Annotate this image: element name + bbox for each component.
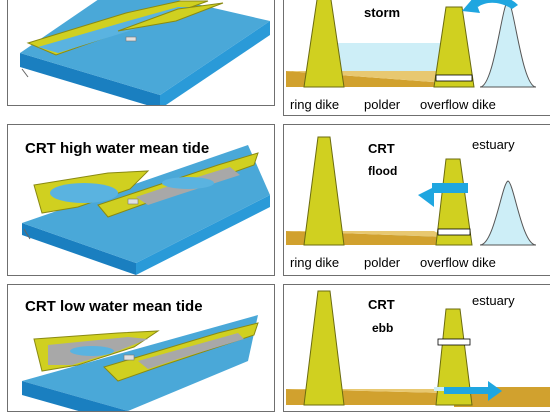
row1-storm-label: storm [364,5,401,20]
row1-landscape-panel [7,0,275,106]
row2-estuary-label: estuary [472,137,515,152]
row2-overflow-dike-label: overflow dike [420,255,496,270]
row2-ring-dike-label: ring dike [290,255,340,270]
row2-cross-section-diagram [286,136,537,246]
row1-overflow-dike-label: overflow dike [420,97,496,112]
row2-title: CRT high water mean tide [25,140,210,157]
row2-landscape-panel: CRT high water mean tide [7,124,275,276]
row3-cross-section-panel: CRT ebb estuary [283,284,550,412]
row2-polder-label: polder [364,255,401,270]
row2-flood-label: flood [368,164,398,178]
row3-landscape-panel: CRT low water mean tide [7,284,275,412]
row3-landscape-illustration [22,315,259,411]
row3-title: CRT low water mean tide [25,298,203,315]
row2-landscape-illustration [22,145,270,275]
row3-crt-label: CRT [368,297,395,312]
row2-cross-section-panel: CRT flood estuary ring dike polder overf… [283,124,550,276]
row1-cross-section-panel: storm ring dike polder overflow dike [283,0,550,116]
row2-crt-label: CRT [368,141,395,156]
row1-cross-section-diagram [286,0,537,88]
row3-ebb-label: ebb [372,321,394,335]
row1-polder-label: polder [364,97,401,112]
row1-ring-dike-label: ring dike [290,97,340,112]
row3-estuary-label: estuary [472,293,515,308]
row1-landscape-illustration [20,0,270,105]
